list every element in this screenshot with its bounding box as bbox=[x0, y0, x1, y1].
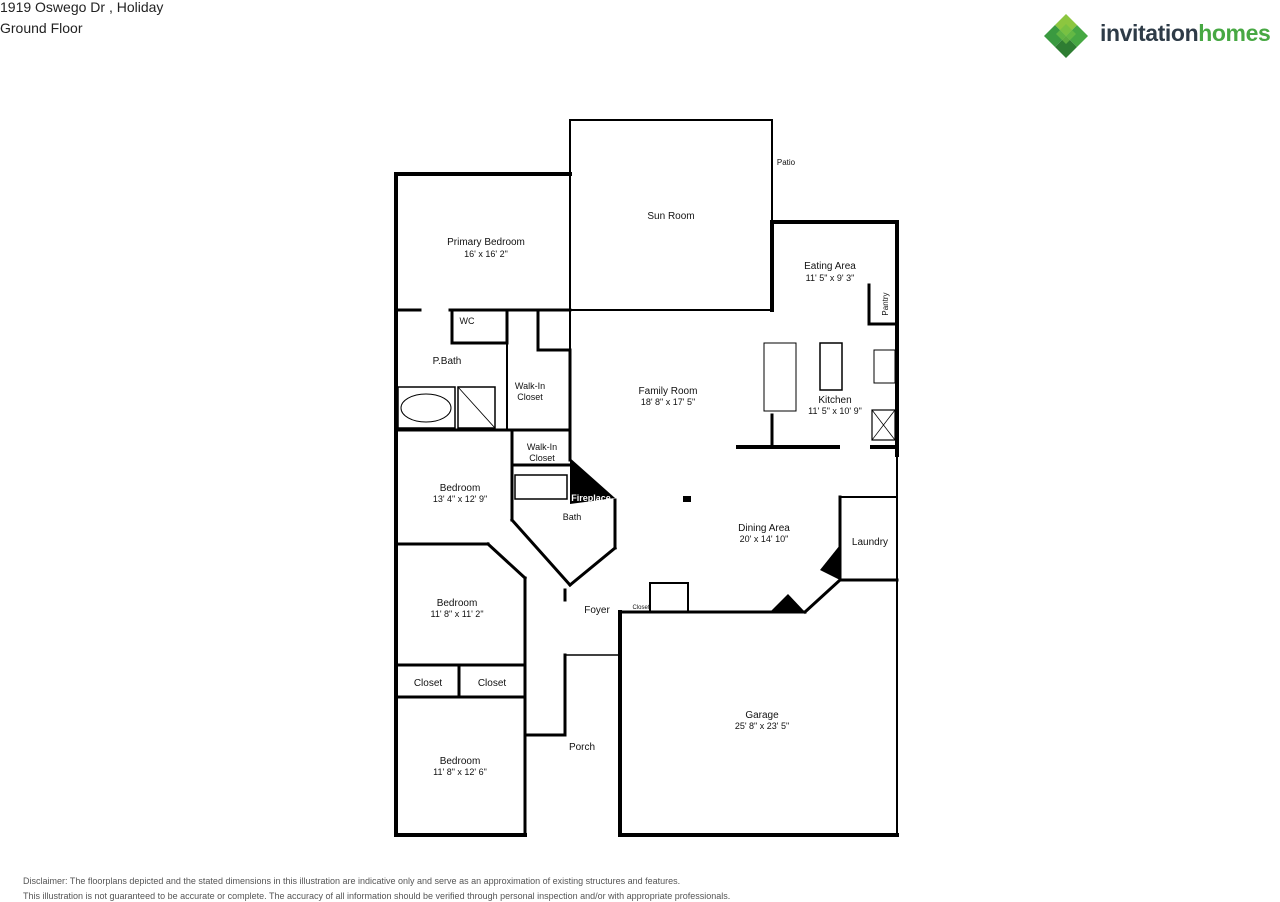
eating-area-dims: 11' 5" x 9' 3" bbox=[806, 273, 855, 283]
closet-a-label: Closet bbox=[414, 678, 443, 689]
primary-bedroom-label: Primary Bedroom bbox=[447, 237, 525, 248]
small-closet-label: Closet bbox=[632, 605, 649, 611]
closet-b-label: Closet bbox=[478, 678, 507, 689]
bedroom-3-dims: 11' 8" x 12' 6" bbox=[433, 767, 487, 777]
pantry-label: Pantry bbox=[881, 292, 890, 315]
logo-word-homes: homes bbox=[1198, 20, 1271, 46]
fireplace-block bbox=[570, 458, 840, 612]
walkin-closet-2-label: Walk-In bbox=[527, 442, 557, 452]
eating-area-label: Eating Area bbox=[804, 261, 856, 272]
family-room-dims: 18' 8" x 17' 5" bbox=[641, 397, 695, 407]
interior-walls bbox=[394, 283, 899, 837]
floor-label: Ground Floor bbox=[0, 20, 83, 36]
walkin-closet-2-label-2: Closet bbox=[529, 453, 555, 463]
dining-area-label: Dining Area bbox=[738, 523, 790, 534]
laundry-label: Laundry bbox=[852, 537, 888, 548]
diamond-cluster-logo-icon bbox=[1044, 14, 1088, 58]
walkin-closet-1-label: Walk-In bbox=[515, 381, 545, 391]
garage-label: Garage bbox=[745, 710, 779, 721]
bedroom-2-dims: 11' 8" x 11' 2" bbox=[430, 609, 483, 619]
kitchen-dims: 11' 5" x 10' 9" bbox=[808, 406, 862, 416]
floor-plan: Primary Bedroom 16' x 16' 2" Sun Room Pa… bbox=[394, 119, 899, 837]
fireplace-label: Fireplace bbox=[571, 493, 611, 503]
bath-label: Bath bbox=[563, 512, 582, 522]
porch-label: Porch bbox=[569, 742, 595, 753]
family-room-label: Family Room bbox=[639, 386, 698, 397]
dining-area-dims: 20' x 14' 10" bbox=[740, 534, 789, 544]
wc-label: WC bbox=[460, 316, 475, 326]
patio-label: Patio bbox=[777, 158, 796, 167]
walkin-closet-1-label-2: Closet bbox=[517, 392, 543, 402]
logo-word-invitation: invitation bbox=[1100, 20, 1199, 46]
disclaimer-line-2: This illustration is not guaranteed to b… bbox=[23, 891, 731, 901]
disclaimer-line-1: Disclaimer: The floorplans depicted and … bbox=[23, 876, 681, 886]
bedroom-1-dims: 13' 4" x 12' 9" bbox=[433, 494, 487, 504]
logo-wordmark: invitationhomes bbox=[1100, 18, 1271, 48]
kitchen-label: Kitchen bbox=[818, 395, 851, 406]
bedroom-3-label: Bedroom bbox=[440, 756, 481, 767]
foyer-label: Foyer bbox=[584, 605, 610, 616]
primary-bedroom-dims: 16' x 16' 2" bbox=[464, 249, 508, 259]
exterior-walls bbox=[394, 119, 899, 837]
property-address: 1919 Oswego Dr , Holiday bbox=[0, 0, 164, 15]
pbath-label: P.Bath bbox=[433, 356, 462, 367]
bedroom-2-label: Bedroom bbox=[437, 598, 478, 609]
sun-room-label: Sun Room bbox=[647, 211, 694, 222]
room-labels: Primary Bedroom 16' x 16' 2" Sun Room Pa… bbox=[414, 158, 890, 777]
invitation-homes-logo: invitationhomes bbox=[1044, 12, 1280, 58]
garage-dims: 25' 8" x 23' 5" bbox=[735, 721, 789, 731]
bedroom-1-label: Bedroom bbox=[440, 483, 481, 494]
